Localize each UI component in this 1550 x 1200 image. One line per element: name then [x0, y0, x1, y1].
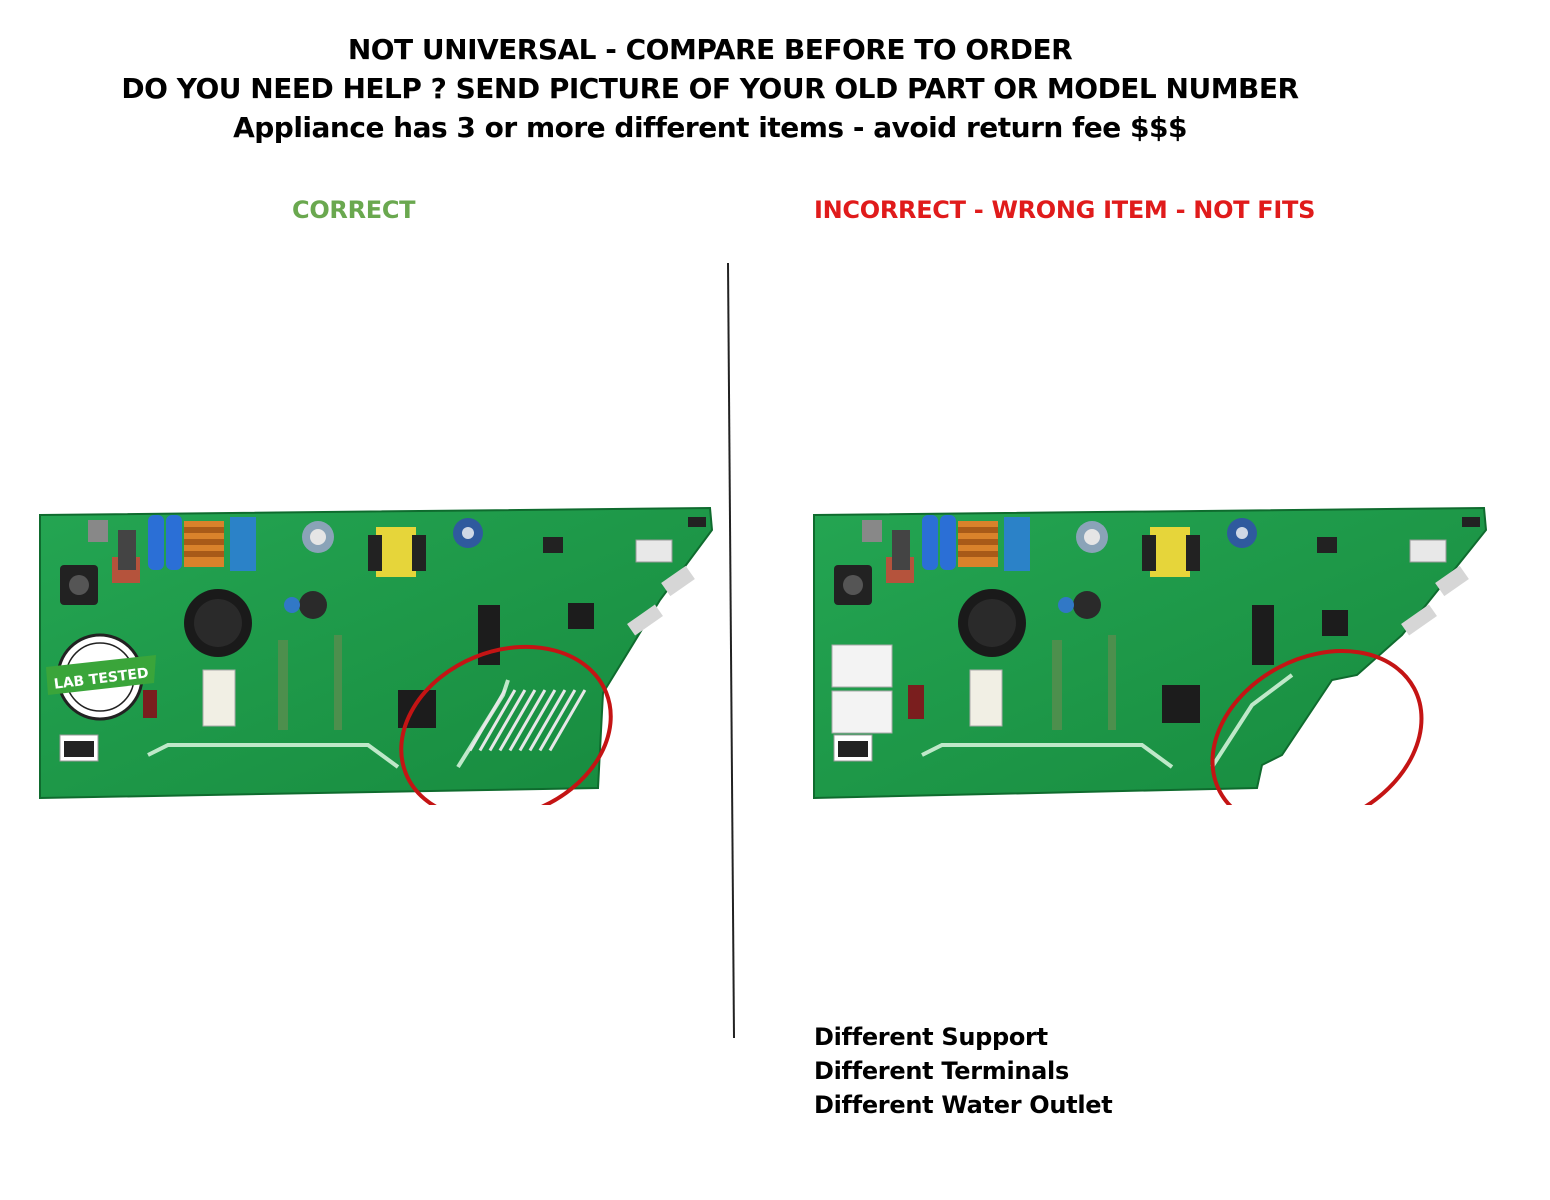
header: NOT UNIVERSAL - COMPARE BEFORE TO ORDER … — [0, 30, 1420, 147]
highlight-circle — [399, 644, 613, 805]
incorrect-label: INCORRECT - WRONG ITEM - NOT FITS — [814, 196, 1316, 224]
header-line-1: NOT UNIVERSAL - COMPARE BEFORE TO ORDER — [347, 33, 1073, 66]
header-line-3: Appliance has 3 or more different items … — [233, 111, 1187, 144]
highlight-circle — [1210, 649, 1424, 805]
correct-label: CORRECT — [292, 196, 416, 224]
lab-tested-badge: LAB TESTED — [46, 633, 156, 721]
correct-board-image: LAB TESTED — [38, 505, 718, 805]
incorrect-control-board — [813, 506, 1488, 805]
difference-terminals: Different Terminals — [814, 1057, 1069, 1085]
difference-support: Different Support — [814, 1023, 1048, 1051]
header-line-2: DO YOU NEED HELP ? SEND PICTURE OF YOUR … — [121, 72, 1299, 105]
incorrect-board-image — [812, 505, 1522, 805]
difference-water-outlet: Different Water Outlet — [814, 1091, 1113, 1119]
differences-list: Different Support Different Terminals Di… — [814, 1020, 1113, 1122]
correct-control-board: LAB TESTED — [39, 506, 714, 805]
